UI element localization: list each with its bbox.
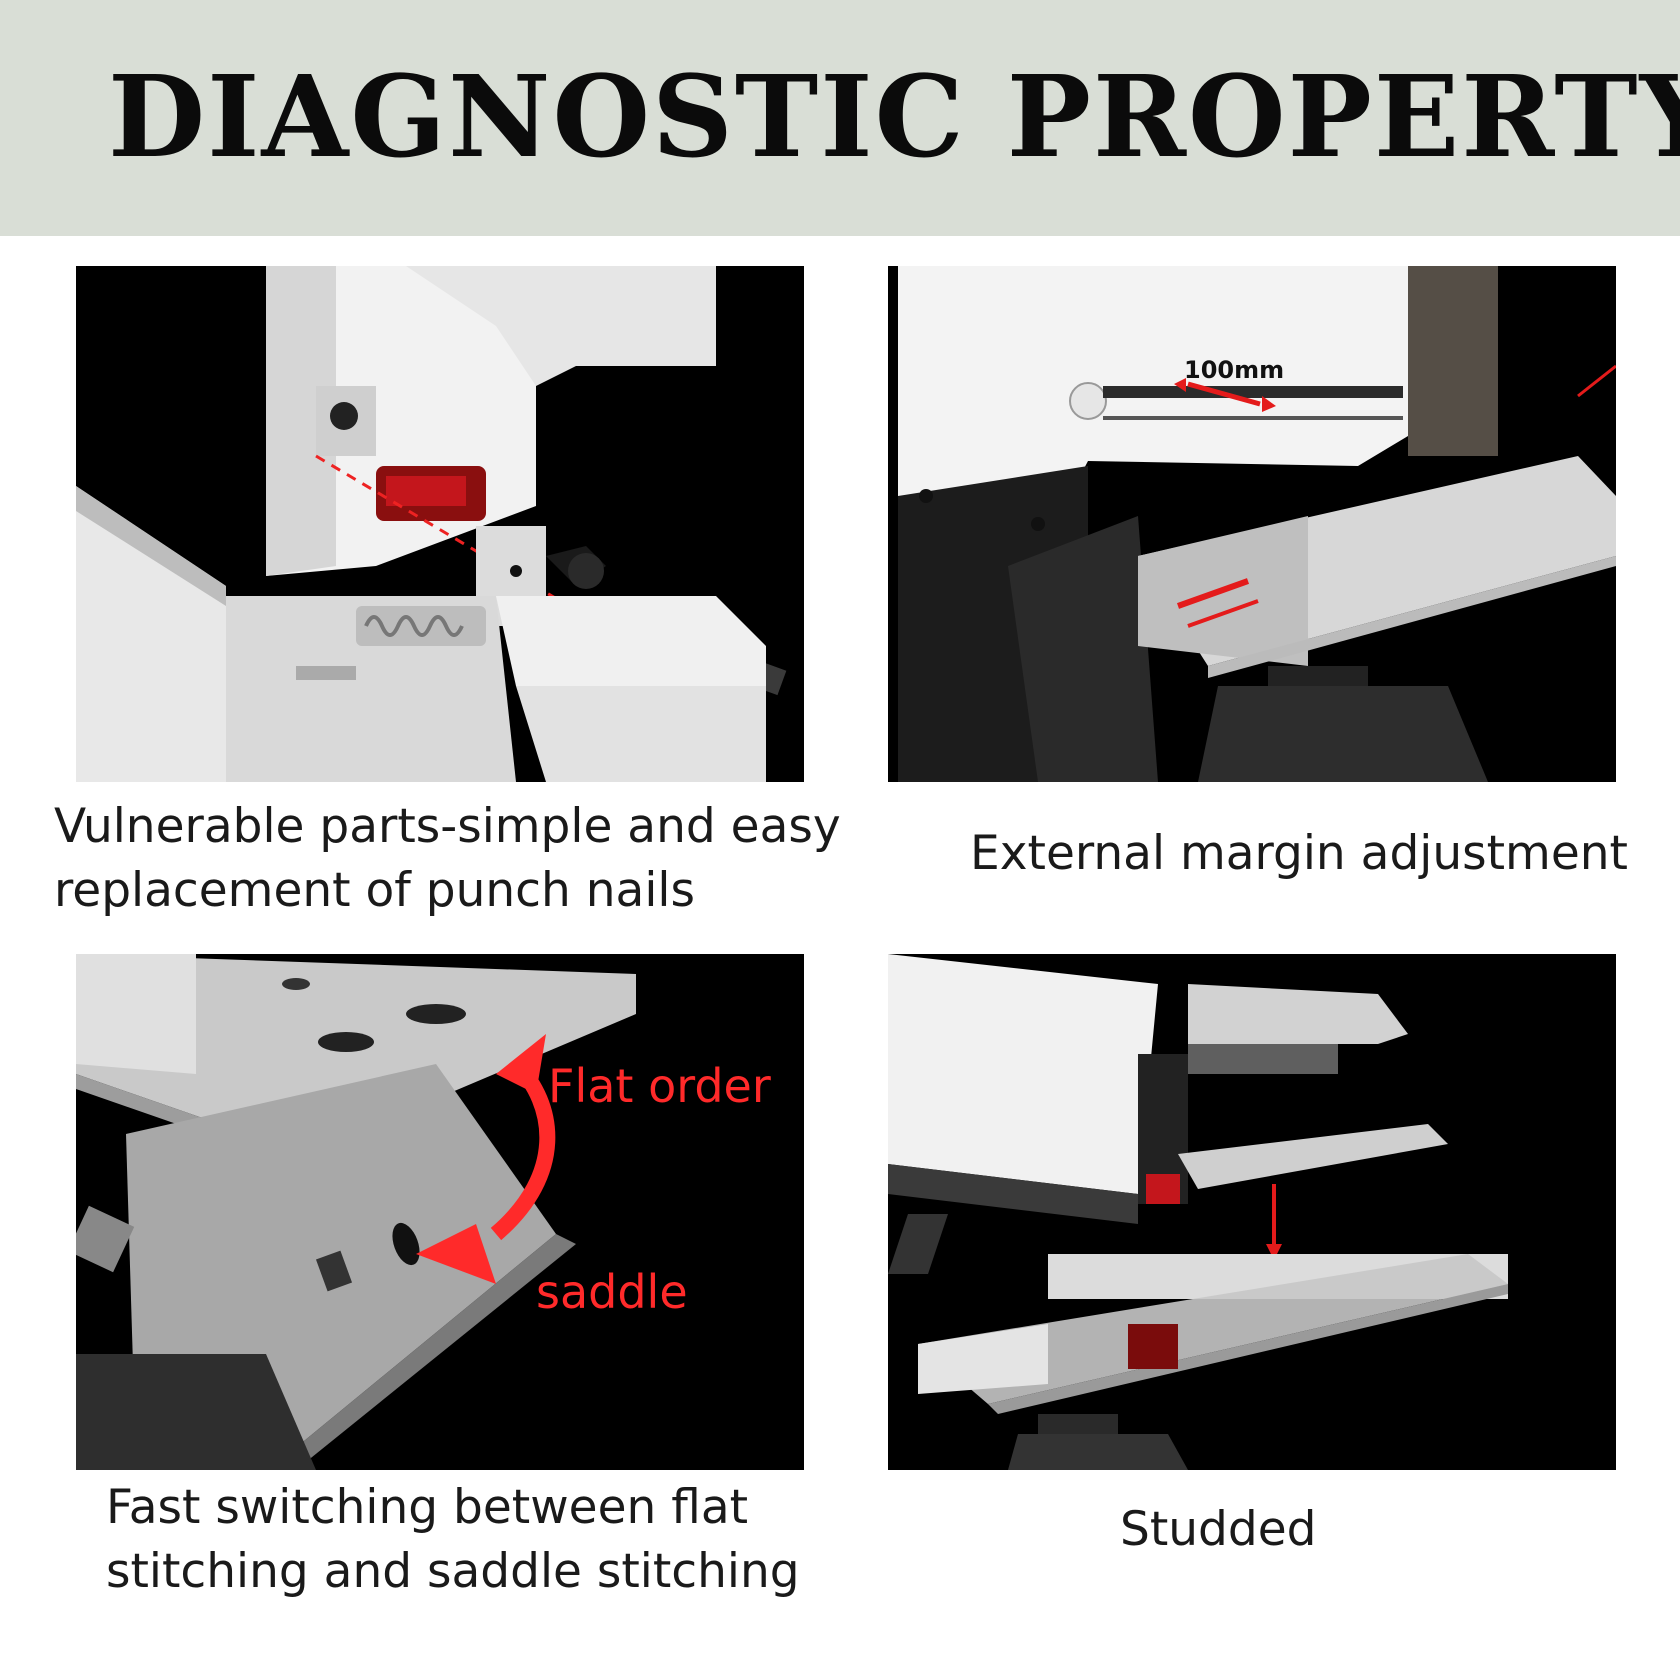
punch-nail-replacement-image [76, 266, 804, 782]
saddle-label: saddle [536, 1265, 688, 1319]
header-banner: DIAGNOSTIC PROPERTY [0, 0, 1680, 236]
caption-flat-saddle: Fast switching between flat stitching an… [106, 1476, 800, 1604]
margin-label: 100mm [1184, 356, 1284, 384]
margin-adjustment-image: 100mm [888, 266, 1616, 782]
caption-line: replacement of punch nails [54, 863, 695, 918]
caption-margin-adjustment: External margin adjustment [970, 826, 1628, 881]
page-title: DIAGNOSTIC PROPERTY [108, 52, 1680, 183]
flat-order-label: Flat order [548, 1059, 771, 1113]
stapler-head-illustration [76, 266, 804, 782]
studded-image [888, 954, 1616, 1470]
stapler-studded-illustration [888, 954, 1616, 1470]
caption-line: stitching and saddle stitching [106, 1544, 800, 1599]
stapler-table-illustration: Flat order saddle [76, 954, 804, 1470]
stapler-margin-illustration: 100mm [888, 266, 1616, 782]
flat-saddle-switching-image: Flat order saddle [76, 954, 804, 1470]
caption-punch-nails: Vulnerable parts-simple and easy replace… [54, 795, 841, 923]
caption-line: Fast switching between flat [106, 1480, 749, 1535]
caption-line: Vulnerable parts-simple and easy [54, 799, 841, 854]
caption-studded: Studded [1120, 1502, 1317, 1557]
